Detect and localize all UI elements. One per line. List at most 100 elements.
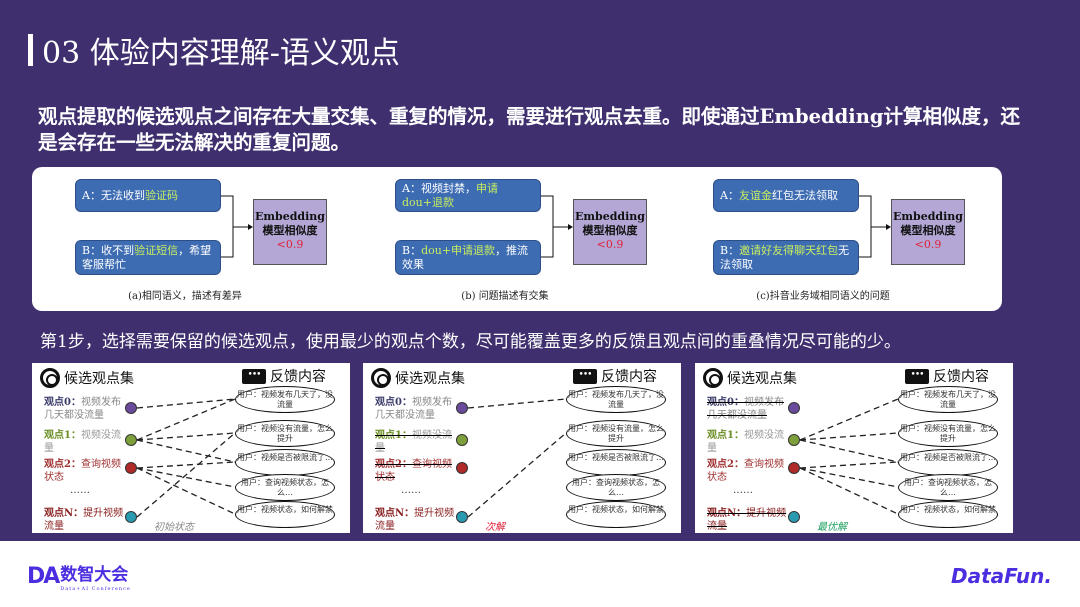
viewpoint-label: 观点1： bbox=[375, 430, 412, 441]
plain-text: B： bbox=[402, 243, 422, 257]
coverage-link bbox=[467, 432, 567, 518]
coverage-link bbox=[136, 398, 236, 409]
target-icon bbox=[40, 368, 60, 388]
state-label: 最优解 bbox=[817, 522, 847, 533]
coverage-link bbox=[136, 439, 236, 463]
logo-en: Data+AI Conference bbox=[60, 586, 131, 592]
viewpoint-label: 观点2： bbox=[707, 459, 744, 470]
candidates-header: 候选观点集 bbox=[371, 368, 465, 388]
candidates-title: 候选观点集 bbox=[395, 371, 465, 387]
viewpoint-label: 观点0： bbox=[707, 397, 744, 408]
sentence-box-a: A：视频封禁，申请dou+退款 bbox=[395, 179, 541, 212]
emb-label: Embedding bbox=[893, 210, 963, 223]
coverage-link bbox=[799, 398, 899, 441]
viewpoint-text: 视频没流量 bbox=[707, 430, 784, 454]
viewpoint-item: 观点1：视频没流量 bbox=[375, 429, 457, 455]
viewpoint-dot bbox=[788, 511, 800, 523]
logo-cn: 数智大会 bbox=[60, 565, 129, 585]
page-title: 03 体验内容理解-语义观点 bbox=[42, 36, 400, 71]
plain-text: ，推流效果 bbox=[402, 243, 529, 271]
target-icon bbox=[703, 368, 723, 388]
example-caption: (c)抖音业务域相同语义的问题 bbox=[756, 291, 890, 302]
candidates-title: 候选观点集 bbox=[64, 371, 134, 387]
viewpoint-dot bbox=[456, 511, 468, 523]
plain-text: B：收不到 bbox=[82, 243, 135, 257]
logo-da: DA bbox=[27, 564, 60, 589]
viewpoint-label: 观点N： bbox=[44, 508, 84, 519]
coverage-link bbox=[136, 432, 236, 518]
sentence-box-a: A：无法收到验证码 bbox=[75, 179, 221, 212]
bracket-arrow bbox=[221, 195, 251, 258]
viewpoint-item: 观点1：视频没流量 bbox=[707, 429, 789, 455]
feedback-bubble: 用户：查询视频状态，怎么… bbox=[898, 474, 998, 501]
target-icon bbox=[371, 368, 391, 388]
ellipsis: …… bbox=[401, 485, 421, 496]
feedback-bubble: 用户：视频是否被限流了… bbox=[566, 449, 666, 476]
viewpoint-text: 视频没流量 bbox=[44, 430, 121, 454]
coverage-link bbox=[467, 398, 567, 409]
bracket-arrow bbox=[859, 195, 889, 258]
sentence-box-b: B：dou+申请退款，推流效果 bbox=[395, 240, 541, 275]
viewpoint-text: 查询视频状态 bbox=[44, 459, 121, 483]
highlight-text: 友谊金 bbox=[738, 188, 772, 202]
ellipsis: …… bbox=[70, 485, 90, 496]
viewpoint-item: 观点0：视频发布几天都没流量 bbox=[707, 396, 789, 422]
highlight-text: 验证码 bbox=[144, 188, 178, 202]
emb-label2: 模型相似度 bbox=[262, 224, 318, 237]
feedback-header: •••反馈内容 bbox=[905, 366, 989, 386]
title-accent-bar bbox=[28, 34, 33, 66]
viewpoint-item: 观点2：查询视频状态 bbox=[707, 458, 789, 484]
feedback-bubble: 用户：视频状态，如何解禁 bbox=[898, 501, 998, 528]
chat-icon: ••• bbox=[905, 368, 929, 384]
viewpoint-text: 提升视频流量 bbox=[44, 508, 124, 532]
coverage-link bbox=[136, 467, 236, 488]
feedback-bubble: 用户：视频是否被限流了… bbox=[235, 449, 335, 476]
viewpoint-dot bbox=[456, 402, 468, 414]
viewpoint-item: 观点N：提升视频流量 bbox=[707, 507, 789, 533]
viewpoint-text: 查询视频状态 bbox=[707, 459, 784, 483]
viewpoint-text: 视频没流量 bbox=[375, 430, 452, 454]
emb-label2: 模型相似度 bbox=[582, 224, 638, 237]
feedback-bubble: 用户：视频没有流量，怎么提升 bbox=[566, 420, 666, 447]
viewpoint-item: 观点2：查询视频状态 bbox=[44, 458, 126, 484]
feedback-bubble: 用户：查询视频状态，怎么… bbox=[566, 474, 666, 501]
coverage-link bbox=[799, 467, 899, 488]
link-lines bbox=[799, 398, 899, 515]
sentence-text: B：dou+申请退款，推流效果 bbox=[402, 244, 534, 272]
viewpoint-item: 观点2：查询视频状态 bbox=[375, 458, 457, 484]
highlight-text: 申请dou+退款 bbox=[402, 181, 498, 209]
sentence-text: B：邀请好友得聊天红包无法领取 bbox=[720, 244, 852, 272]
viewpoint-dot bbox=[125, 511, 137, 523]
plain-text: A： bbox=[720, 188, 739, 202]
viewpoint-label: 观点N： bbox=[707, 508, 747, 519]
viewpoint-item: 观点N：提升视频流量 bbox=[375, 507, 457, 533]
sentence-box-b: B：邀请好友得聊天红包无法领取 bbox=[713, 240, 859, 275]
chat-icon: ••• bbox=[242, 368, 266, 384]
viewpoint-label: 观点2： bbox=[375, 459, 412, 470]
selection-panel: 候选观点集•••反馈内容观点0：视频发布几天都没流量观点1：视频没流量观点2：查… bbox=[32, 363, 350, 533]
datafun-logo: DataFun. bbox=[951, 564, 1052, 588]
coverage-link bbox=[136, 398, 236, 441]
viewpoint-item: 观点0：视频发布几天都没流量 bbox=[44, 396, 126, 422]
emb-label: Embedding bbox=[575, 210, 645, 223]
viewpoint-text: 查询视频状态 bbox=[375, 459, 452, 483]
viewpoint-dot bbox=[788, 434, 800, 446]
plain-text: ，希望客服帮忙 bbox=[82, 243, 212, 271]
selection-panel: 候选观点集•••反馈内容观点0：视频发布几天都没流量观点1：视频没流量观点2：查… bbox=[695, 363, 1013, 533]
viewpoint-text: 视频发布几天都没流量 bbox=[707, 397, 784, 421]
feedback-title: 反馈内容 bbox=[601, 369, 657, 385]
viewpoint-text: 视频发布几天都没流量 bbox=[375, 397, 452, 421]
feedback-bubble: 用户：视频发布几天了，没流量 bbox=[898, 386, 998, 413]
coverage-link bbox=[136, 461, 236, 469]
highlight-text: dou+申请退款 bbox=[421, 243, 496, 257]
chat-icon: ••• bbox=[573, 368, 597, 384]
plain-text: 红包无法领取 bbox=[771, 188, 838, 202]
ellipsis: …… bbox=[733, 485, 753, 496]
viewpoint-text: 提升视频流量 bbox=[375, 508, 455, 532]
selection-panel: 候选观点集•••反馈内容观点0：视频发布几天都没流量观点1：视频没流量观点2：查… bbox=[363, 363, 681, 533]
viewpoint-item: 观点N：提升视频流量 bbox=[44, 507, 126, 533]
example-caption: (a)相同语义，描述有差异 bbox=[128, 291, 242, 302]
